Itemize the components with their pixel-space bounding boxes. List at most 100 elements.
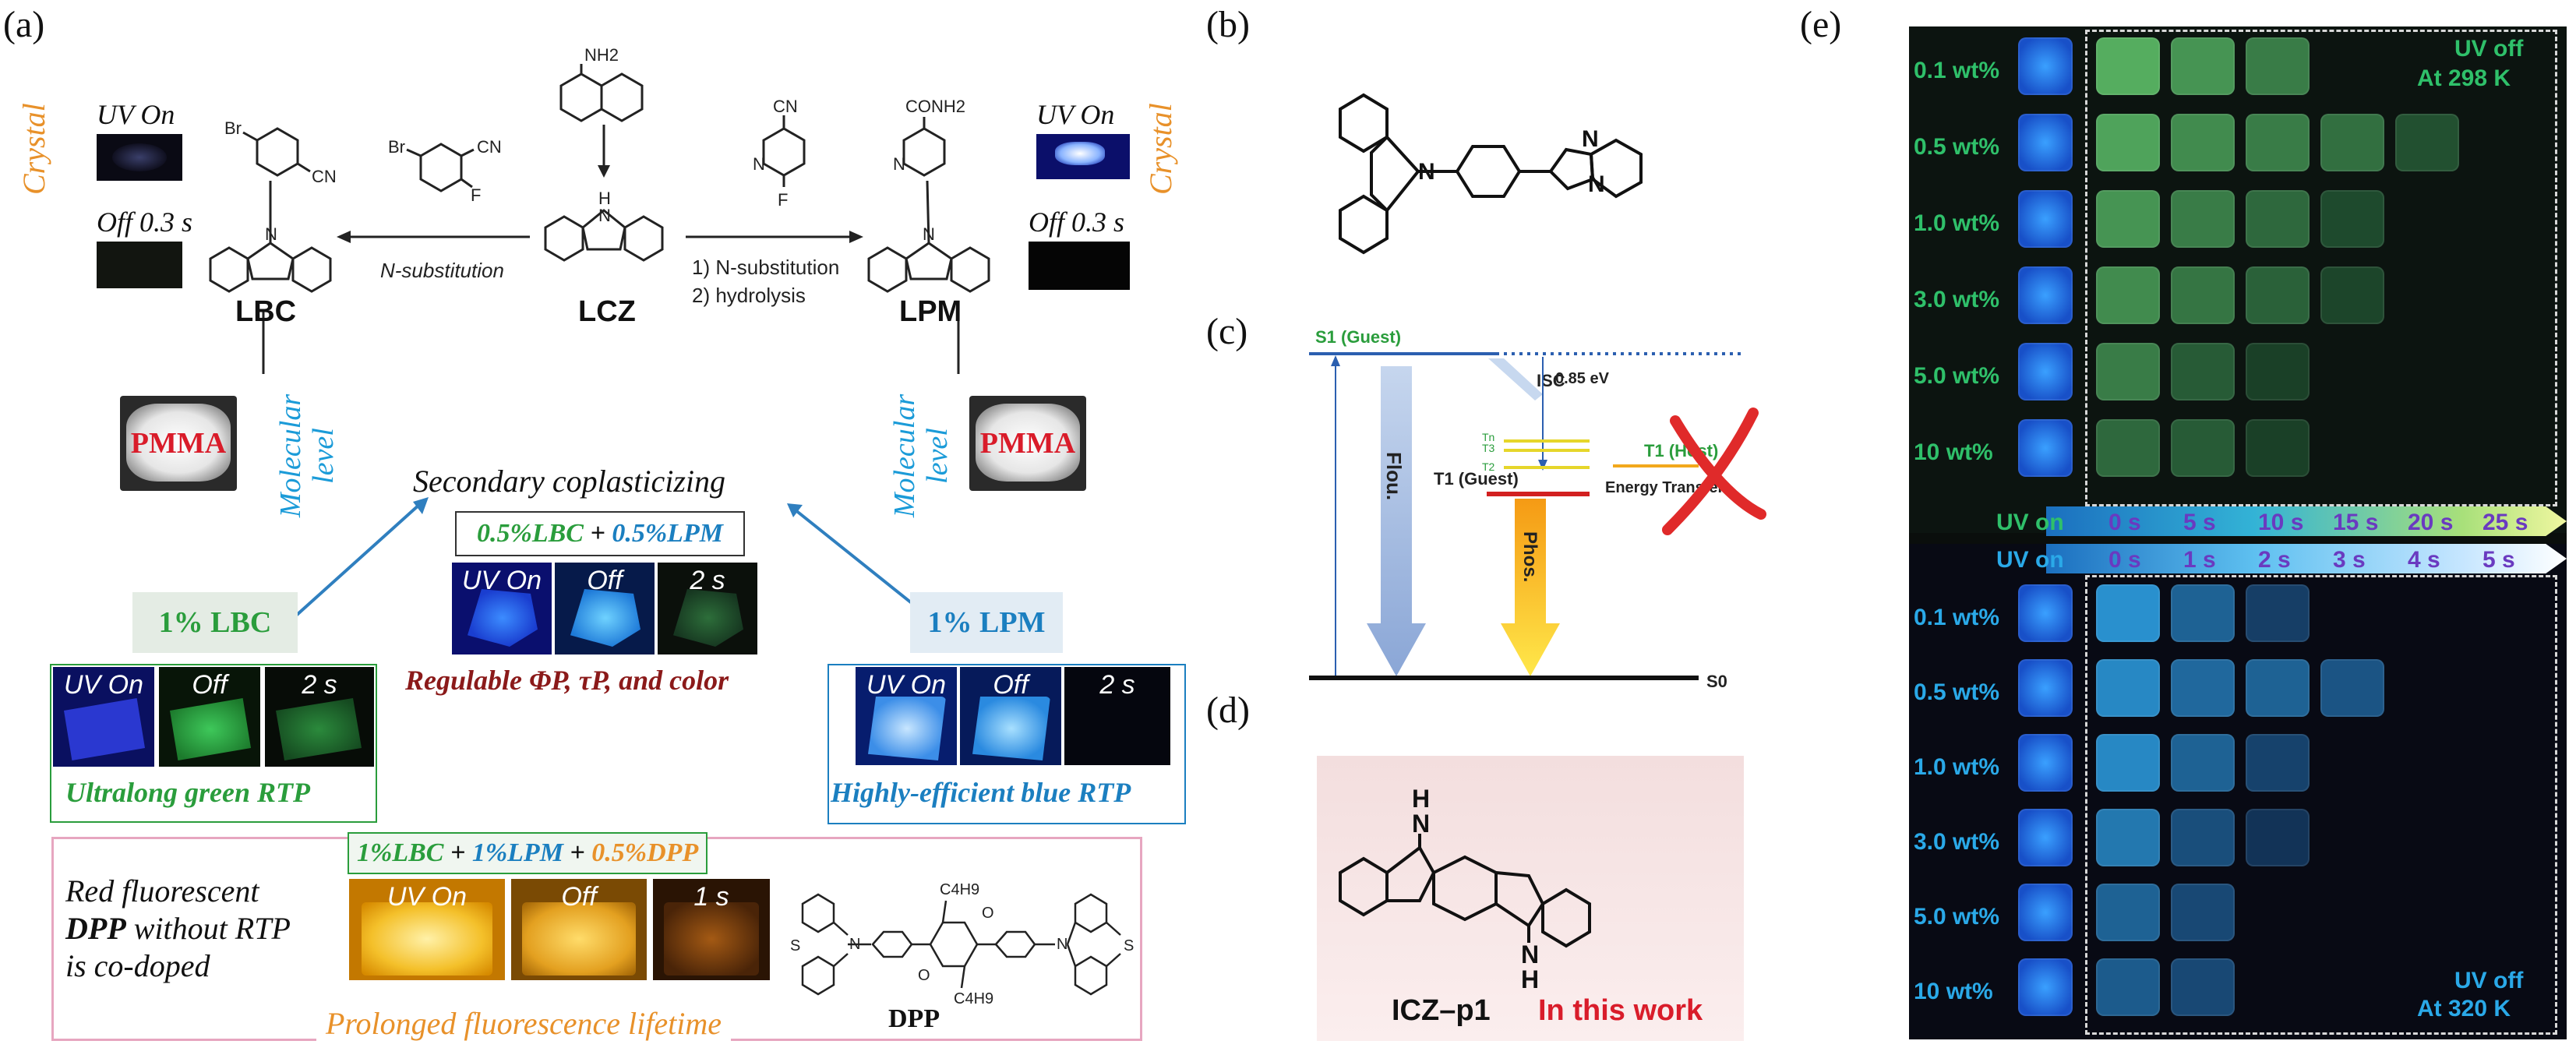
- dpp-name: DPP: [888, 1004, 940, 1033]
- energy-transfer-cross: [1662, 408, 1766, 535]
- sample-bottom-r1-c0: [2096, 659, 2160, 717]
- b-n-imidazole: N: [1582, 126, 1599, 152]
- off-label-left: Off 0.3 s: [97, 206, 193, 238]
- lpm-carbazole-pyrrole: [905, 242, 953, 280]
- lbc-name: LBC: [235, 295, 296, 328]
- dpp-o-top: O: [982, 905, 994, 922]
- phenothiazine-right-ring2: [1074, 955, 1108, 996]
- carbazole-ring-bottom: [1339, 194, 1389, 255]
- top-grid-dashed-frame: [2085, 30, 2557, 506]
- phenyl-ring: [1455, 145, 1522, 198]
- d-h-bottom: H: [1521, 965, 1539, 993]
- sample-bottom-r1-c1: [2171, 659, 2235, 717]
- t1-guest-label: T1 (Guest): [1434, 469, 1519, 489]
- flou-arrow: [1367, 366, 1426, 676]
- coplasticizing-arrows: [295, 497, 929, 617]
- blue-rtp-caption: Highly-efficient blue RTP: [831, 777, 1131, 808]
- sample-top-r2-c1: [2171, 190, 2235, 248]
- f-label-pyridine: F: [778, 190, 788, 210]
- pmma-label-left: PMMA: [130, 427, 227, 460]
- panel-a: UV On Off 0.3 s Crystal UV On Off 0.3 s …: [0, 0, 1200, 1062]
- panel-label-a: (a): [3, 4, 45, 45]
- tri-plus-1: +: [443, 838, 472, 867]
- sample-bottom-r0-c1: [2171, 584, 2235, 642]
- mix-photo-uv: UV On: [452, 563, 552, 654]
- tn-label: Tn: [1482, 431, 1494, 443]
- panel-label-d: (d): [1206, 690, 1250, 731]
- lbc-carbazole-pyrrole: [246, 242, 295, 280]
- dpp-n-left: N: [849, 936, 860, 953]
- conh2-label-lpm: CONH2: [905, 97, 965, 116]
- green-photo-2s: 2 s: [265, 667, 374, 767]
- mix-label-box: 0.5%LBC + 0.5%LPM: [455, 511, 745, 556]
- dpp-phenyl-right: [994, 930, 1036, 958]
- dpp-photo-1s: 1 s: [653, 879, 770, 980]
- sample-top-r3-c0: [2096, 266, 2160, 324]
- wt-label-bottom-5: 10 wt%: [1914, 979, 1993, 1004]
- sample-top-r3-c1: [2171, 266, 2235, 324]
- blue-photo-off: Off: [960, 667, 1061, 765]
- sample-bottom-r3-c2: [2246, 809, 2310, 866]
- aminobiphenyl-ring-2: [600, 72, 644, 122]
- panel-b-structure: N N N: [1339, 93, 1643, 255]
- crystal-photo-lpm-off: [1029, 242, 1130, 290]
- time-label-bottom-3: 3 s: [2333, 547, 2366, 573]
- icz-p1-structure: N H N H: [1339, 785, 1591, 993]
- sample-bottom-r5-c1: [2171, 958, 2235, 1016]
- uv-on-sample-bottom-1: [2018, 659, 2073, 717]
- tri-dpp: 0.5%DPP: [591, 838, 699, 867]
- one-percent-lbc-box: 1% LBC: [132, 592, 298, 653]
- d-h-top: H: [1412, 785, 1430, 813]
- mix-lbc: 0.5%LBC: [477, 519, 584, 548]
- n-label-pyridine: N: [753, 154, 765, 174]
- lcz-ring-right: [623, 215, 664, 262]
- tri-mix-label: 1%LBC + 1%LPM + 0.5%DPP: [348, 832, 708, 874]
- bottom-time-bar: [2046, 544, 2567, 573]
- dpp-phenyl-left: [871, 930, 913, 958]
- sample-bottom-r2-c0: [2096, 734, 2160, 792]
- time-label-top-1: 5 s: [2183, 510, 2216, 535]
- uv-on-sample-bottom-2: [2018, 734, 2073, 792]
- icz-p1-name: ICZ–p1: [1392, 994, 1491, 1027]
- tri-lbc: 1%LBC: [357, 838, 444, 867]
- cn-label-lbc: CN: [312, 167, 337, 186]
- lpm-carbazole-right: [950, 246, 990, 293]
- cn-label-pyridine: CN: [773, 97, 798, 116]
- dpp-s-right: S: [1124, 937, 1134, 954]
- t1-host-label: T1 (Host): [1644, 441, 1718, 460]
- wt-label-top-5: 10 wt%: [1914, 439, 1993, 465]
- br-label-reagent: Br: [388, 137, 405, 157]
- sample-top-r1-c3: [2320, 114, 2384, 171]
- uv-on-label-left: UV On: [97, 99, 175, 130]
- wt-label-top-1: 0.5 wt%: [1914, 134, 2000, 160]
- panel-d-card: N H N H ICZ–p1 In this work: [1317, 756, 1744, 1041]
- panel-label-b: (b): [1206, 4, 1250, 45]
- n-label-lpm-ring: N: [893, 154, 905, 174]
- b-n-bridge: N: [1588, 171, 1605, 197]
- phenothiazine-left-ring2: [801, 955, 835, 996]
- n-substitution-label: N-substitution: [380, 259, 504, 282]
- blue-photo-uv: UV On: [856, 667, 957, 765]
- wt-label-top-3: 3.0 wt%: [1914, 287, 2000, 312]
- isc-arrow: [1488, 358, 1543, 400]
- synthesis-scheme: NH2 H N Br F CN CN N F Br CN N CONH2 N N…: [209, 45, 990, 374]
- t2-label: T2: [1482, 460, 1495, 473]
- uv-on-sample-bottom-4: [2018, 884, 2073, 941]
- f-label-reagent: F: [471, 185, 481, 205]
- wt-label-bottom-4: 5.0 wt%: [1914, 904, 2000, 930]
- time-label-top-0: 0 s: [2108, 510, 2141, 535]
- top-temp: At 298 K: [2417, 65, 2511, 91]
- lcz-name: LCZ: [578, 295, 636, 328]
- crystal-photo-lbc-uv: [97, 134, 182, 181]
- pmma-photo-left: PMMA: [120, 396, 237, 491]
- phos-arrow: [1501, 499, 1560, 676]
- secondary-coplasticizing: Secondary coplasticizing: [413, 464, 726, 499]
- red-line-2: DPP without RTP: [65, 911, 291, 946]
- ev-label: 0.85 eV: [1555, 370, 1610, 387]
- regulable-caption: Regulable ΦP, τP, and color: [405, 665, 729, 696]
- sample-bottom-r1-c3: [2320, 659, 2384, 717]
- wt-label-top-2: 1.0 wt%: [1914, 210, 2000, 236]
- uv-on-sample-top-5: [2018, 419, 2073, 477]
- one-percent-lpm-box: 1% LPM: [910, 592, 1063, 653]
- time-label-bottom-2: 2 s: [2258, 547, 2291, 573]
